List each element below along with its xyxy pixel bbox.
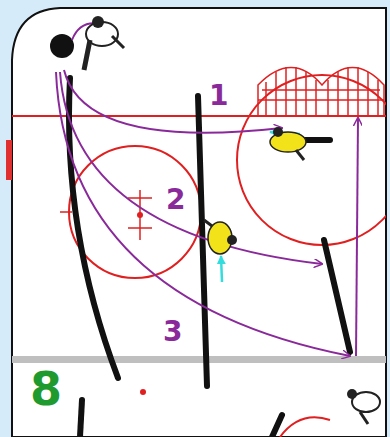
goal-net: [258, 67, 384, 116]
diagram-number: 8: [28, 366, 64, 412]
player-defender: [204, 220, 237, 254]
ice-surface: [12, 8, 386, 437]
player-attacker: [84, 16, 124, 70]
callout-number: 2: [164, 186, 187, 214]
blue-line: [12, 356, 390, 363]
neutral-dot: [140, 389, 146, 395]
player-defender: [270, 127, 306, 160]
neutral-circle: [280, 417, 330, 437]
callout-number: 1: [207, 82, 230, 110]
player-attacker: [347, 389, 380, 424]
play-arrows: [56, 23, 358, 356]
crease-circle: [237, 75, 390, 245]
puck: [50, 34, 74, 58]
skate-arrows: [221, 132, 300, 282]
bench-mark: [6, 140, 12, 180]
callout-number: 3: [161, 318, 184, 346]
